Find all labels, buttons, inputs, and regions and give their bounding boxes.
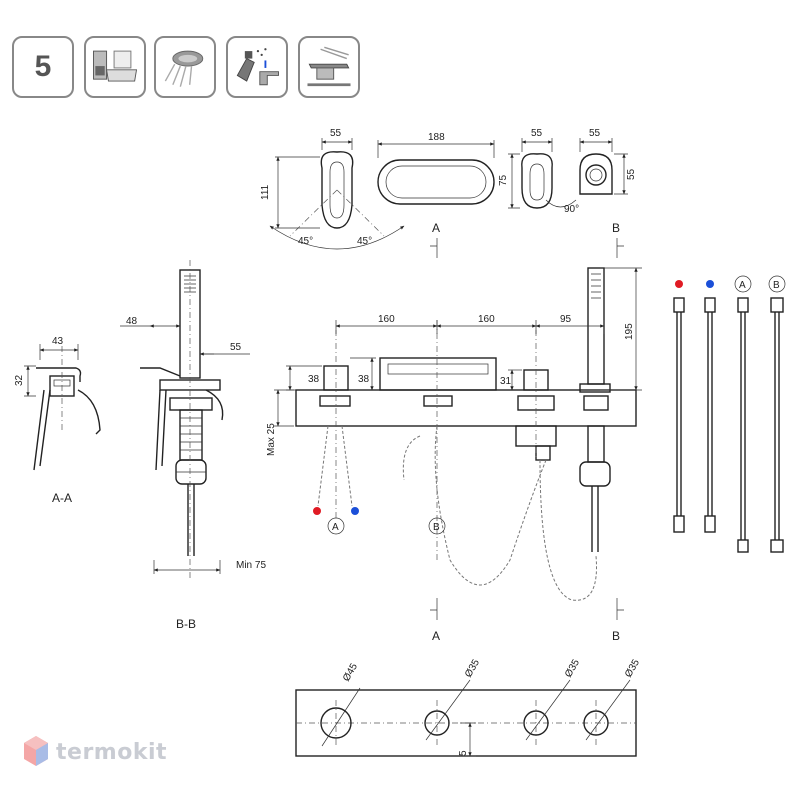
section-a-top-label: A [432,221,440,235]
dim-top-188: 188 [428,132,445,143]
bathtub-icon [84,36,146,98]
dim-top-55c: 55 [589,128,601,139]
dim-aa-43: 43 [52,336,64,347]
dim-main-195: 195 [624,323,635,340]
dim-angle-90: 90° [564,204,579,215]
cascade-spout-icon [298,36,360,98]
deck-hole-template [295,679,637,757]
section-a-bottom-label: A [432,629,440,643]
view-bb-label: B-B [176,617,196,631]
dim-hole-35b: Ø35 [563,657,582,679]
dim-top-75: 75 [498,174,509,186]
cleaning-spray-icon [226,36,288,98]
hot-water-dot [313,507,321,515]
view-aa-label: A-A [52,491,72,505]
dim-top-55b: 55 [531,128,543,139]
top-valve-view [508,138,577,209]
main-front-view [274,267,642,601]
dim-aa-32: 32 [14,374,25,386]
dim-main-38a: 38 [308,374,320,385]
dim-top-55a: 55 [330,128,342,139]
dim-hole-5: 5 [458,750,469,756]
shower-head-icon [154,36,216,98]
dim-bb-48: 48 [126,316,138,327]
dim-main-38b: 38 [358,374,370,385]
product-number: 5 [34,50,52,83]
hose-b-label: B [433,522,440,533]
section-b-bottom-label: B [612,629,620,643]
termokit-logo: termokit [22,734,167,770]
dim-top-55d: 55 [626,168,637,180]
hoses-legend [673,275,786,553]
legend-cold-dot [706,280,714,288]
section-aa-drawing [24,344,101,471]
legend-a-label: A [739,280,746,291]
dim-main-160b: 160 [478,314,495,325]
product-number-badge: 5 [12,36,74,98]
dim-bb-min75: Min 75 [236,560,266,571]
hose-a-marker [327,517,345,535]
logo-text: termokit [56,739,168,765]
dim-main-max25: Max 25 [266,423,277,456]
hose-b-marker [428,517,446,535]
dim-angle-left: 45° [298,236,313,247]
dim-hole-45: Ø45 [341,661,360,683]
section-bb-drawing [120,260,250,580]
legend-b-label: B [773,280,780,291]
hose-a-label: A [332,522,339,533]
dim-angle-right: 45° [357,236,372,247]
dim-top-111: 111 [260,184,271,200]
cold-water-dot [351,507,359,515]
dim-hole-35c: Ø35 [623,657,642,679]
dim-main-160a: 160 [378,314,395,325]
logo-cube-icon [24,736,48,766]
top-lever-view [269,138,405,250]
dim-main-95: 95 [560,314,572,325]
top-cascade-view [377,140,495,205]
section-b-top-label: B [612,221,620,235]
legend-hot-dot [675,280,683,288]
top-holder-view [579,138,628,195]
dim-main-31: 31 [500,376,512,387]
dim-bb-55: 55 [230,342,242,353]
dim-hole-35a: Ø35 [463,657,482,679]
